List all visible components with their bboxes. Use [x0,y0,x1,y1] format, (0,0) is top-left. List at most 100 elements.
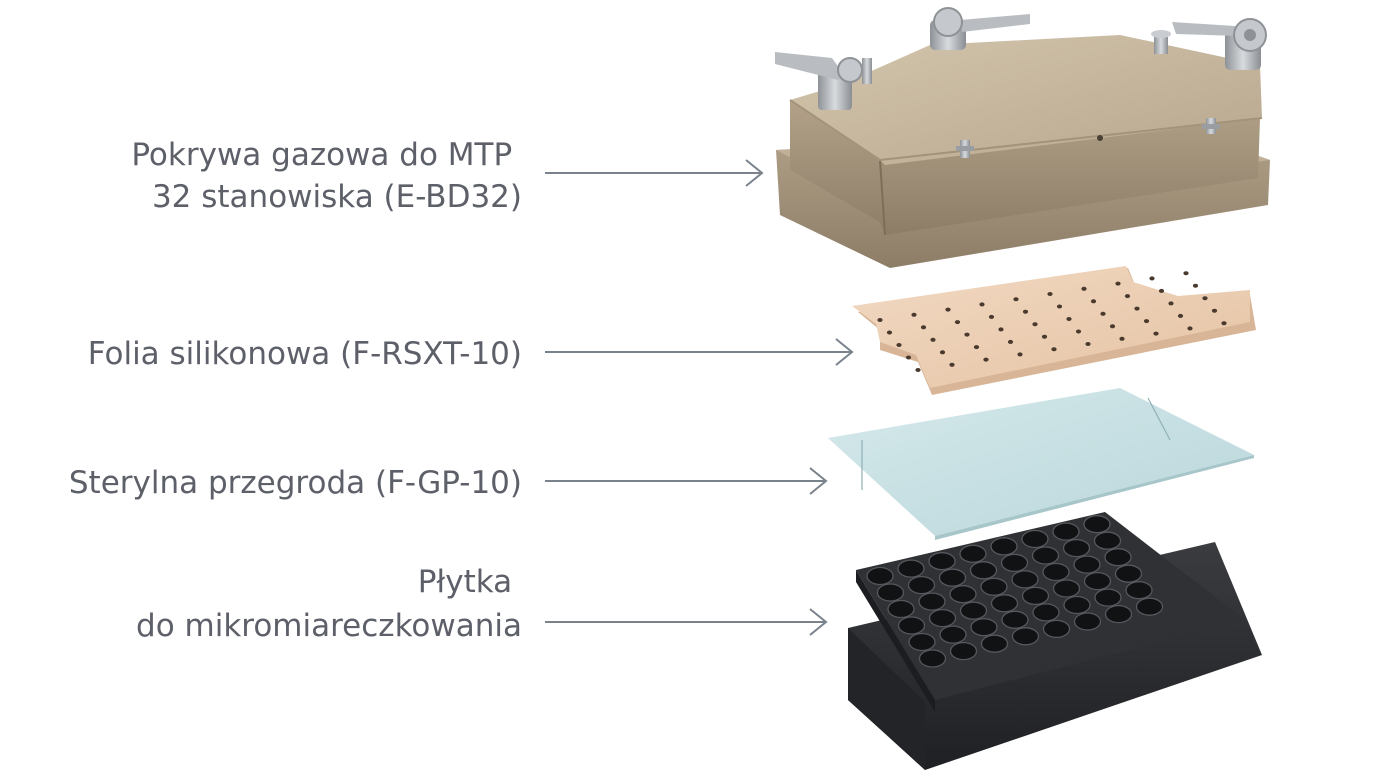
label-plate-line-2: do mikromiareczkowania [136,608,522,644]
plate-well [1135,597,1164,616]
plate-well [1000,553,1029,573]
foil-hole [920,325,927,330]
foil-hole [998,327,1004,332]
foil-hole [1109,324,1116,329]
foil-hole [1124,294,1131,299]
plate-well [1062,538,1091,558]
foil-hole [954,320,961,325]
foil-hole [1115,281,1121,286]
foil-hole [1047,292,1053,296]
plate-well [1104,548,1132,567]
plate-well [1052,522,1080,541]
arrow-icon [545,159,854,636]
foil-hole [1143,319,1150,324]
microtiter-plate-image [848,512,1262,770]
lid-image [775,7,1270,268]
foil-hole [939,350,946,355]
plate-well [1031,546,1060,565]
plate-well [969,561,998,580]
foil-hole [896,343,902,347]
plate-well [1052,579,1081,598]
foil-hole [1187,326,1193,331]
foil-hole [1022,309,1029,314]
foil-hole [1183,271,1189,276]
plate-well [938,568,967,587]
foil-hole [1149,276,1155,281]
plate-well [928,608,957,628]
plate-well [949,641,978,661]
foil-hole [1013,297,1019,302]
foil-hole [1192,283,1199,288]
foil-hole [886,330,893,335]
label-lid-line-2: 32 stanowiska (E-BD32) [152,179,522,215]
label-plate-line-1: Płytka [418,564,512,600]
plate-well [876,583,905,602]
sterile-barrier-image [828,388,1254,540]
label-barrier-line-1: Sterylna przegroda (F-GP-10) [69,465,522,501]
plate-well [897,616,926,635]
silicone-foil-image [852,266,1256,395]
plate-well [1094,588,1122,607]
plate-well [959,544,987,563]
plate-well [1125,581,1153,600]
label-lid-line-1: Pokrywa gazowa do MTP [131,137,512,173]
foil-hole [1153,331,1159,336]
plate-well [1083,515,1111,534]
foil-hole [877,318,883,322]
plate-well [1104,604,1133,624]
foil-hole [1007,339,1014,344]
plate-well [908,632,936,652]
plate-well [1114,564,1143,583]
plate-well [1032,603,1060,622]
plate-well [990,537,1018,556]
foil-hole [949,362,955,367]
plate-well [980,577,1008,596]
label-foil: Folia silikonowa (F-RSXT-10) [88,336,522,372]
plate-well [959,601,988,620]
foil-hole [915,368,921,372]
label-lid: Pokrywa gazowa do MTP 32 stanowiska (E-B… [131,137,522,215]
plate-well [990,594,1019,613]
arrow-plate [545,608,828,636]
plate-well [970,618,998,637]
foil-hole [983,357,989,362]
label-barrier: Sterylna przegroda (F-GP-10) [69,465,522,501]
foil-hole [1032,322,1038,327]
plate-well [918,649,947,668]
foil-hole [905,355,912,360]
plate-well [1083,571,1112,591]
foil-hole [1075,329,1082,334]
foil-hole [1090,299,1097,304]
plate-well [1021,529,1049,549]
foil-hole [1221,321,1227,326]
arrow-foil [545,338,854,366]
foil-hole [1051,347,1057,352]
foil-hole [1041,334,1048,339]
foil-hole [1202,296,1208,301]
plate-well [928,552,956,571]
plate-well [897,559,925,578]
plate-well [1042,562,1070,582]
label-foil-line-1: Folia silikonowa (F-RSXT-10) [88,336,522,372]
foil-hole [964,332,970,337]
plate-well [907,575,936,595]
plate-well [1011,627,1040,646]
plate-well [1073,612,1102,631]
plate-well [980,634,1009,653]
plate-well [918,592,946,611]
foil-hole [973,345,980,350]
arrow-barrier [545,467,828,495]
plate-well [866,566,894,586]
foil-hole [1134,306,1140,311]
foil-hole [1158,288,1165,293]
foil-hole [1081,286,1087,291]
foil-hole [930,337,936,342]
plate-well [949,585,977,604]
label-plate: Płytka do mikromiareczkowania [136,564,522,644]
foil-hole [1066,317,1072,321]
plate-well [887,599,915,619]
plate-well [1001,610,1029,629]
foil-hole [1119,336,1125,341]
plate-well [939,625,967,644]
foil-hole [1211,308,1218,313]
